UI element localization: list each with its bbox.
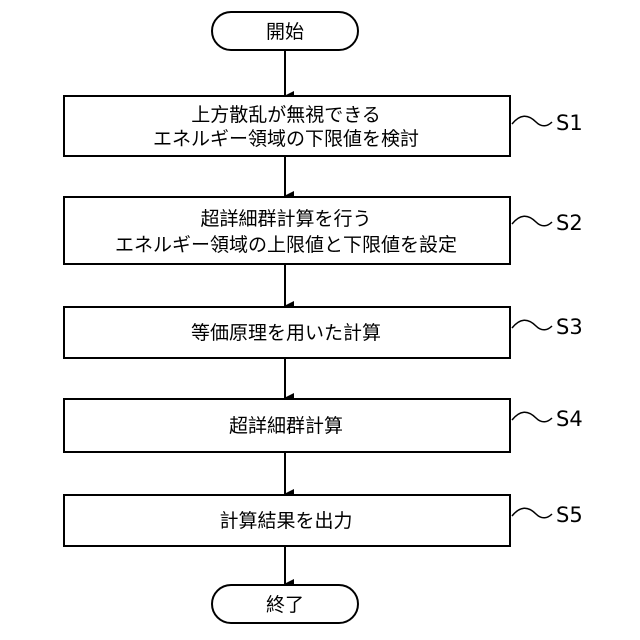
step-s1-label: S1 xyxy=(556,111,583,135)
step-s5: 計算結果を出力 S5 xyxy=(64,495,583,546)
end-terminal: 終了 xyxy=(212,585,358,623)
step-s5-leader xyxy=(512,508,552,518)
step-s2-line-1: 超詳細群計算を行う xyxy=(200,208,371,230)
step-s2-line-2: エネルギー領域の上限値と下限値を設定 xyxy=(115,234,457,256)
step-s4: 超詳細群計算 S4 xyxy=(64,399,583,452)
step-s3: 等価原理を用いた計算 S3 xyxy=(64,307,583,358)
step-s3-leader xyxy=(512,320,552,330)
step-s5-label: S5 xyxy=(556,503,583,527)
step-s1: 上方散乱が無視できる エネルギー領域の下限値を検討 S1 xyxy=(64,96,583,156)
step-s1-line-2: エネルギー領域の下限値を検討 xyxy=(153,128,419,150)
step-s4-leader xyxy=(512,412,552,422)
step-s4-label: S4 xyxy=(556,407,583,431)
step-s3-line-1: 等価原理を用いた計算 xyxy=(191,322,381,344)
end-label: 終了 xyxy=(266,594,304,616)
step-s5-line-1: 計算結果を出力 xyxy=(219,510,352,532)
step-s4-line-1: 超詳細群計算 xyxy=(229,415,343,437)
start-terminal: 開始 xyxy=(212,12,358,50)
start-label: 開始 xyxy=(266,21,304,43)
step-s2-label: S2 xyxy=(556,211,583,235)
step-s3-label: S3 xyxy=(556,315,583,339)
step-s1-leader xyxy=(512,116,552,126)
step-s2-leader xyxy=(512,216,552,226)
step-s2: 超詳細群計算を行う エネルギー領域の上限値と下限値を設定 S2 xyxy=(64,197,583,264)
step-s1-line-1: 上方散乱が無視できる xyxy=(191,104,381,126)
